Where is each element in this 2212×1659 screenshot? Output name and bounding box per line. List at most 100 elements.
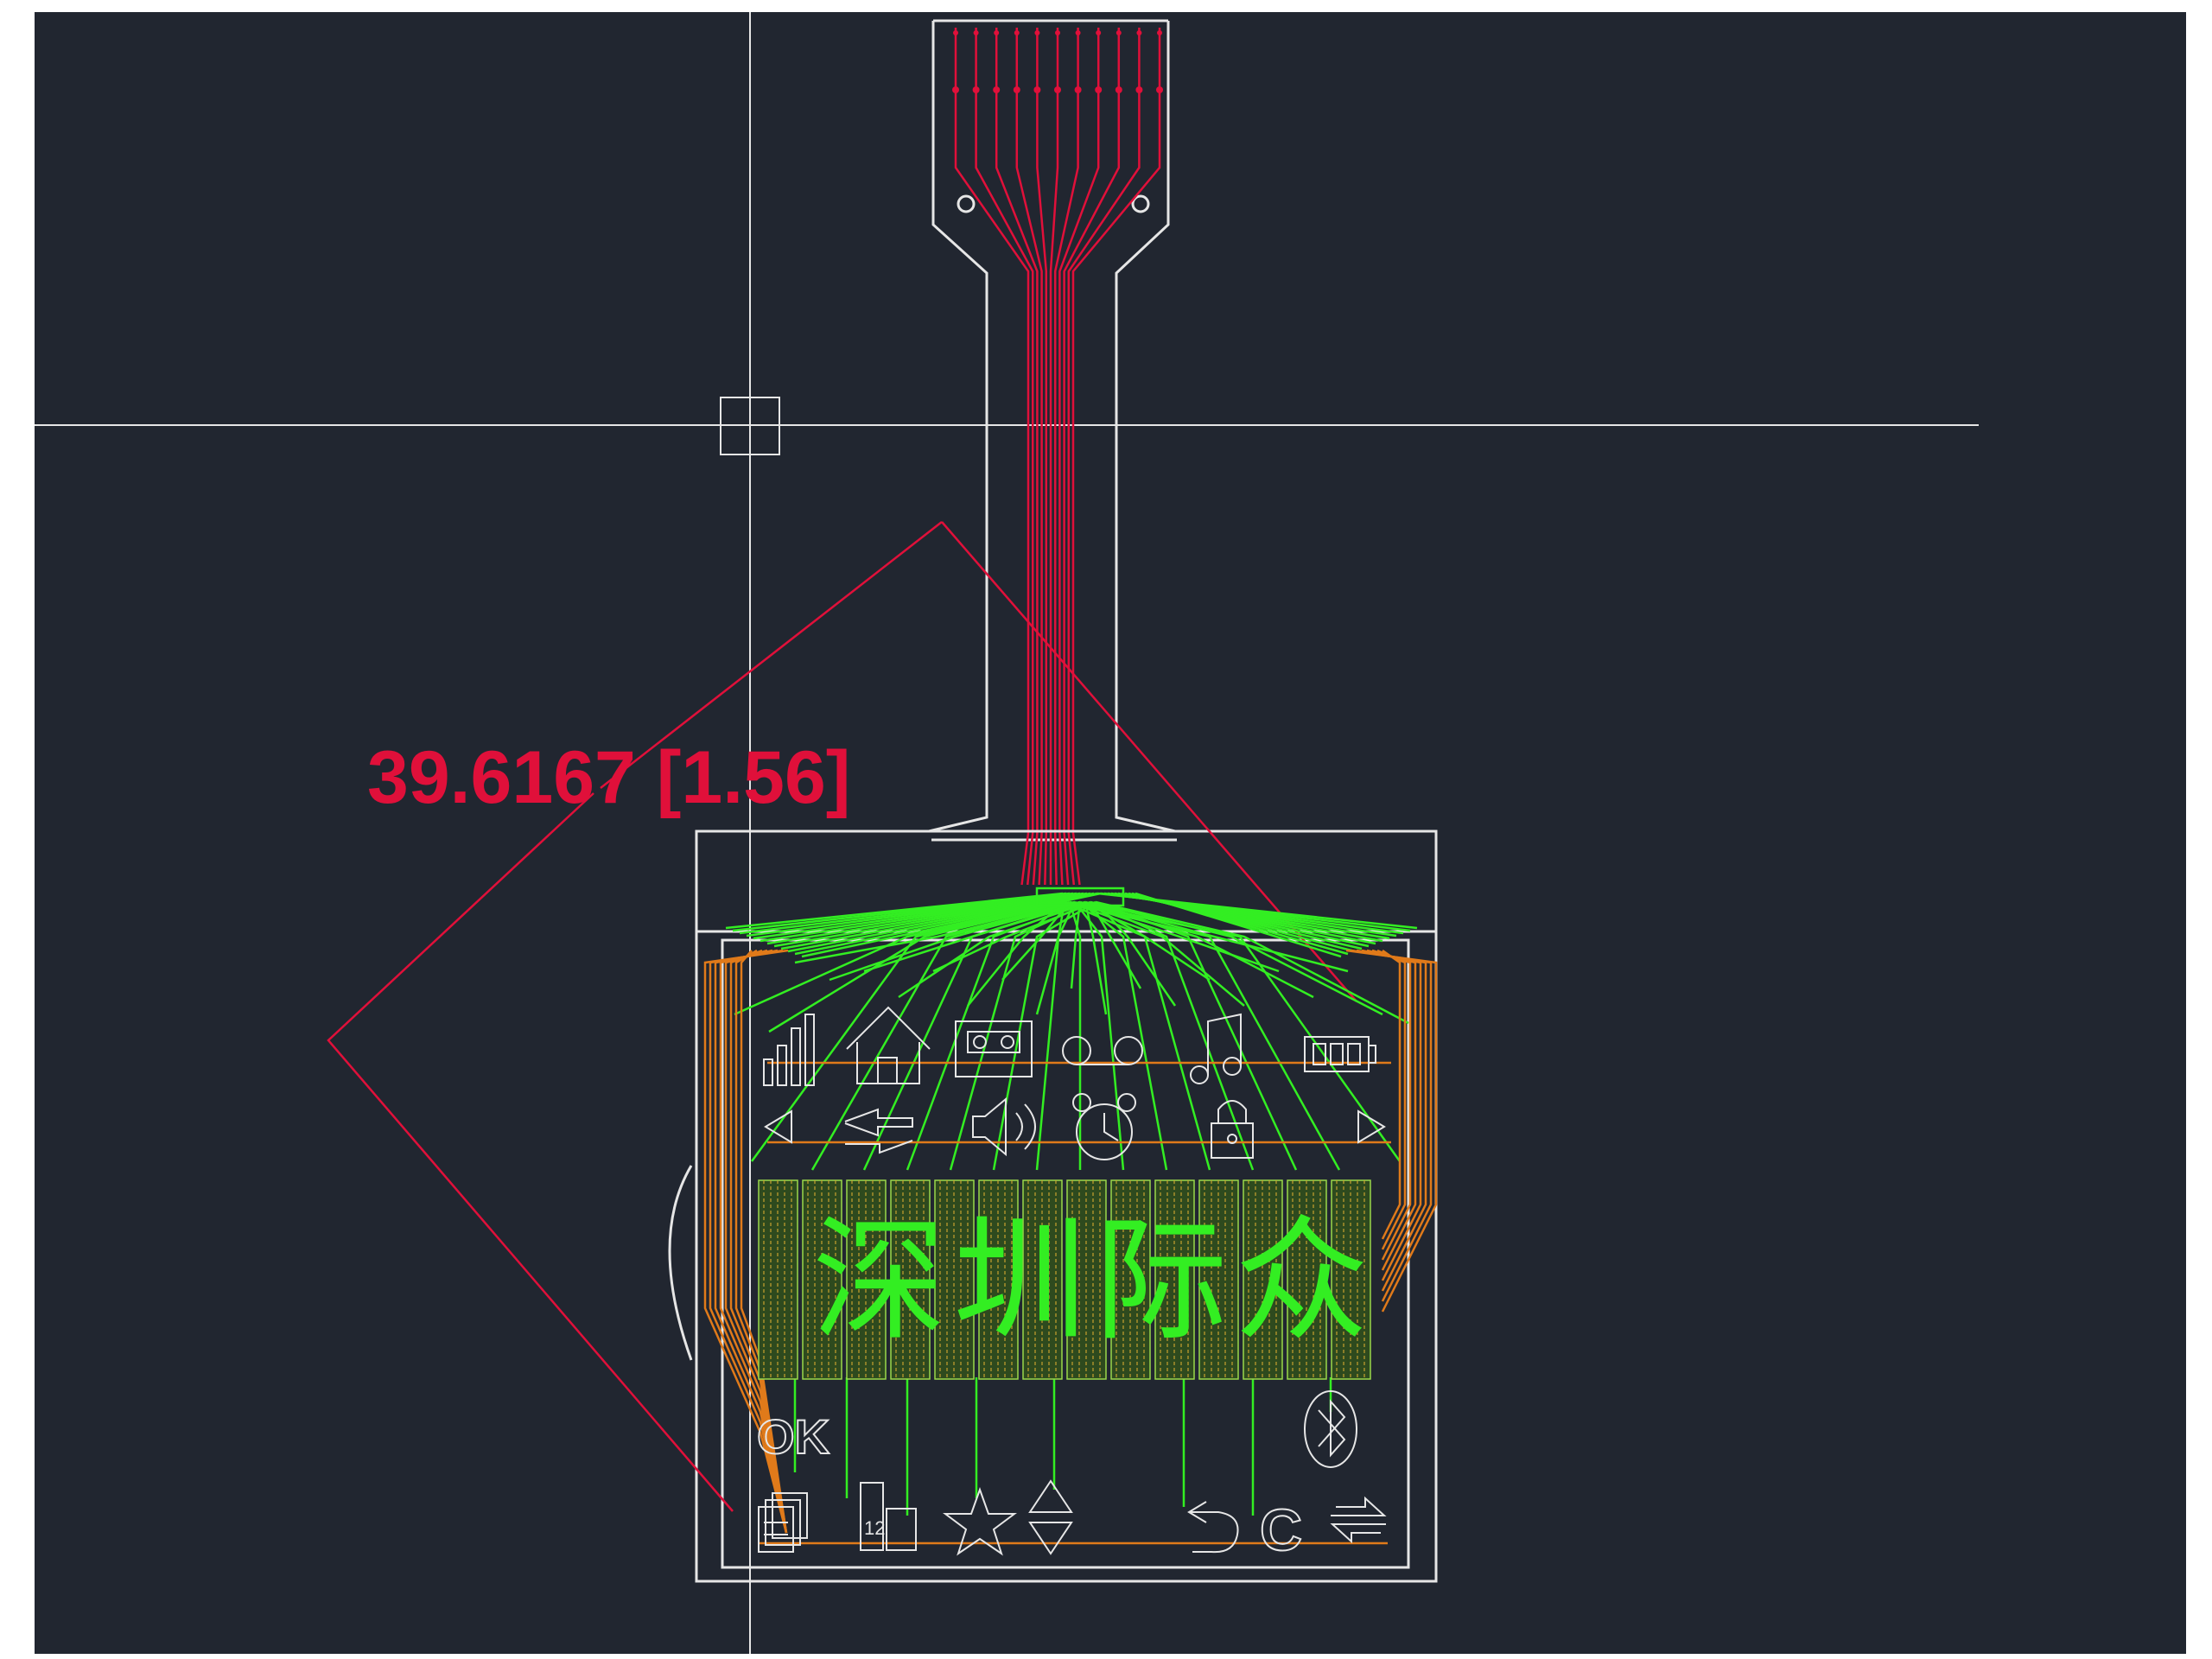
green-trace (1079, 900, 1314, 999)
orange-trace (703, 949, 789, 1534)
fpc-pad-icon (1095, 86, 1103, 93)
fpc-pad-icon (952, 86, 959, 93)
fpc-pad-icon (1075, 30, 1081, 35)
viewport-background (35, 12, 2186, 1654)
green-trace (1095, 900, 1298, 1171)
fpc-trace (954, 28, 1030, 886)
c-icon: C (1260, 1497, 1302, 1563)
star-icon (943, 1487, 1017, 1556)
fpc-trace (1063, 28, 1121, 886)
green-trace (773, 892, 1088, 948)
green-trace (794, 892, 1098, 956)
fpc-pad-icon (1014, 30, 1020, 35)
green-trace (766, 892, 1084, 945)
walkie-number: 12 (864, 1517, 885, 1539)
undo-icon (1187, 1501, 1239, 1554)
fpc-pad-icon (1157, 30, 1162, 35)
exchange-icon (1330, 1496, 1387, 1544)
fpc-pad-icon (993, 86, 1001, 93)
green-trace (829, 900, 1081, 982)
fpc-pad-icon (1116, 30, 1122, 35)
green-trace (810, 900, 1076, 1171)
walkie-talkie-icon: 12 (860, 1482, 917, 1551)
fpc-pad-icon (1135, 86, 1143, 93)
fpc-pad-icon (1096, 30, 1102, 35)
green-trace (1001, 901, 1071, 981)
fpc-pad-icon (1115, 86, 1122, 93)
green-trace (949, 900, 1091, 1171)
bluetooth-icon (1304, 1390, 1357, 1468)
green-trace (768, 900, 1071, 1033)
voicemail-icon (1062, 1036, 1143, 1065)
fpc-pad-icon (1013, 86, 1020, 93)
green-trace (862, 900, 1081, 1171)
fpc-pad-icon (1156, 86, 1163, 93)
green-trace (992, 900, 1096, 1171)
green-trace (1135, 892, 1342, 958)
fpc-pad-icon (972, 86, 980, 93)
green-trace (1035, 901, 1066, 1171)
green-trace (780, 892, 1091, 950)
cad-viewport[interactable]: 39.6167 [1.56] 深圳际众 (35, 12, 2186, 1654)
green-trace (1084, 901, 1108, 1015)
green-trace (801, 892, 1102, 958)
home-icon (846, 1006, 931, 1084)
fpc-trace (1053, 28, 1079, 886)
connector-pad (1035, 887, 1125, 907)
dimension-value: 39.6167 [1.56] (367, 736, 850, 819)
fpc-trace (1049, 28, 1059, 885)
fpc-pad-icon (953, 30, 958, 35)
up-down-icon (1028, 1479, 1073, 1555)
green-trace (1084, 900, 1211, 1171)
green-trace (787, 892, 1095, 953)
fpc-pad-icon (1054, 86, 1061, 93)
fpc-pad-icon (973, 30, 979, 35)
documents-icon (758, 1492, 808, 1553)
dot-matrix-area (758, 1179, 1371, 1380)
cassette-icon (955, 1020, 1033, 1077)
fpc-trace (1071, 28, 1161, 886)
crosshair-cursor (35, 12, 1979, 1654)
green-trace (1064, 900, 1341, 1171)
signal-bars-icon (763, 1014, 815, 1086)
fpc-pad-icon (1055, 30, 1060, 35)
fpc-trace (995, 28, 1039, 886)
green-trace (1069, 900, 1245, 1007)
green-trace (1090, 900, 1383, 1016)
icon-row-bottom: OK 12 C (756, 1390, 1387, 1564)
fpc-pad-icon (994, 30, 1000, 35)
alarm-clock-icon (1072, 1093, 1136, 1160)
speaker-icon (972, 1096, 1036, 1157)
lock-icon (1211, 1100, 1254, 1159)
fpc-pad-icon (1136, 30, 1142, 35)
green-trace (1095, 900, 1409, 1025)
fpc-pad-icon (1074, 86, 1082, 93)
green-trace (906, 900, 1086, 1171)
cad-drawing[interactable]: 39.6167 [1.56] 深圳际众 (35, 12, 2186, 1654)
music-note-icon (1190, 1013, 1242, 1084)
fpc-trace (1036, 28, 1048, 886)
fpc-trace (1067, 28, 1141, 886)
green-trace (1074, 901, 1125, 1171)
orange-trace (1345, 949, 1438, 1313)
fpc-trace (1058, 28, 1100, 886)
ok-icon: OK (757, 1409, 830, 1464)
green-trace (1070, 901, 1082, 989)
mounting-hole-right-icon (1131, 194, 1150, 213)
icon-row-middle (764, 1093, 1386, 1160)
green-trace (1079, 901, 1168, 1171)
lcd-orange-traces (703, 949, 1438, 1545)
fpc-pad-icon (1034, 30, 1040, 35)
fpc-trace (1015, 28, 1043, 886)
green-trace (967, 901, 1065, 1007)
arrow-left-icon (764, 1109, 792, 1144)
green-trace (1068, 901, 1082, 1170)
battery-icon (1304, 1036, 1376, 1072)
fpc-traces (952, 28, 1163, 886)
mounting-hole-left-icon (957, 194, 976, 213)
fpc-pad-icon (1033, 86, 1041, 93)
lcd-green-traces (725, 887, 1418, 1516)
icon-row-top (763, 1006, 1376, 1086)
swap-arrows-icon (844, 1108, 913, 1154)
fpc-trace (975, 28, 1034, 886)
